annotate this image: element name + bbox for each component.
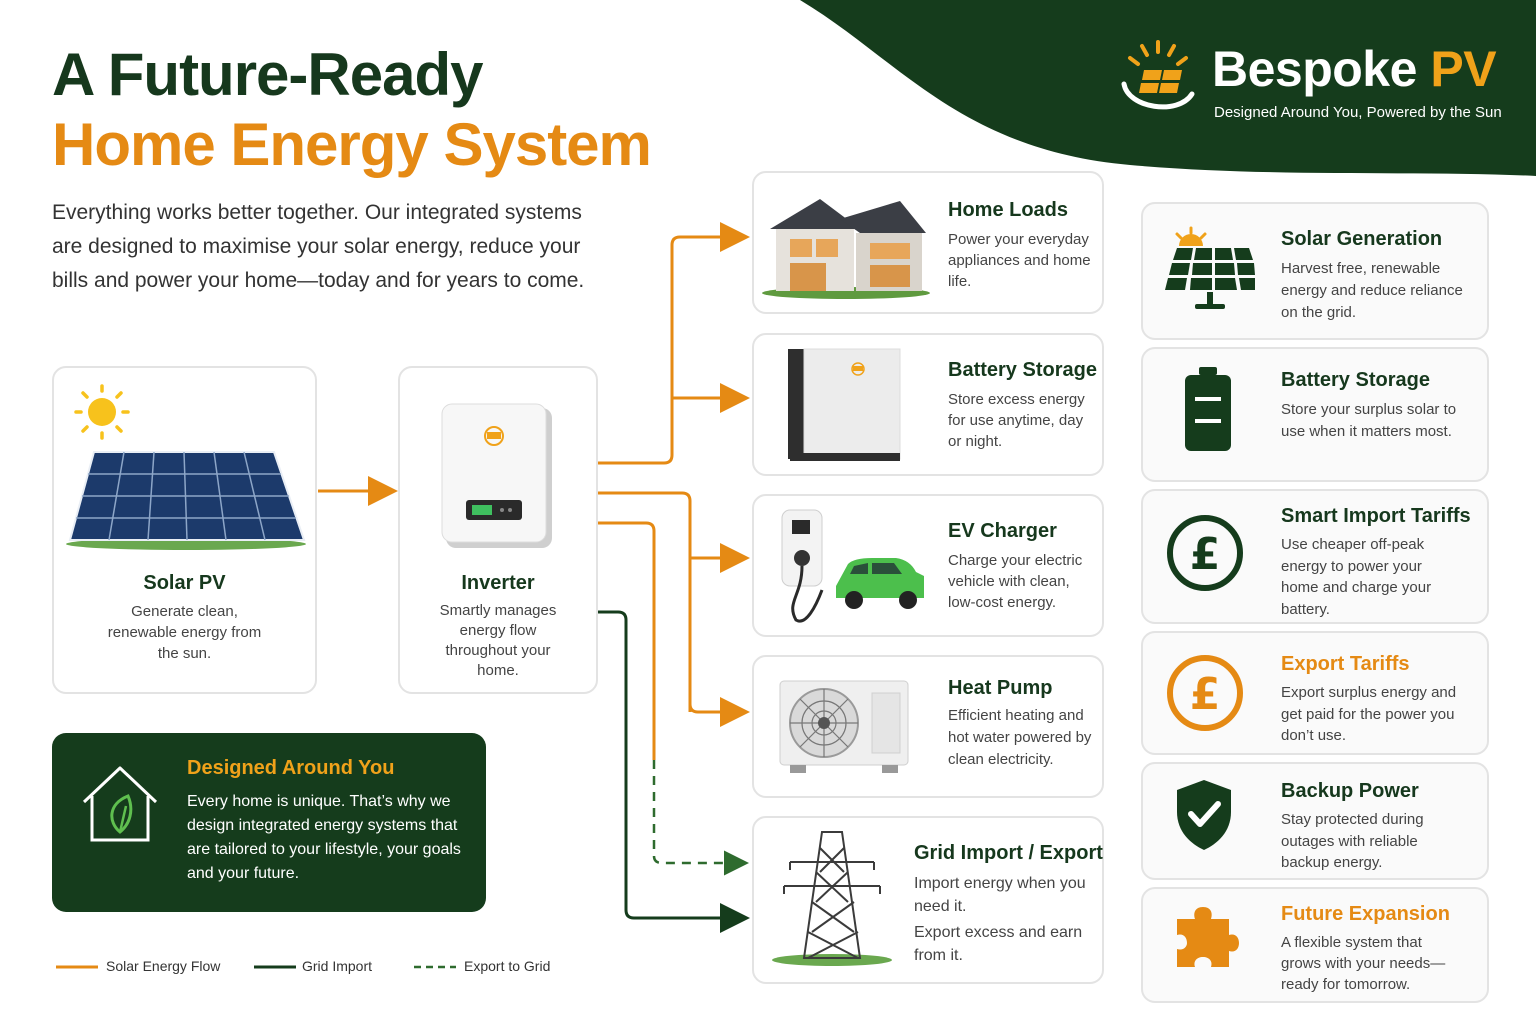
legend-grid-line [254, 965, 296, 969]
intro-text: Everything works better together. Our in… [52, 201, 585, 292]
heat-pump-title: Heat Pump [948, 677, 1053, 699]
inverter-card: Inverter Smartly manages energy flow thr… [398, 366, 598, 694]
ev-charger-desc: Charge your electric vehicle with clean,… [948, 552, 1083, 611]
legend-export-label: Export to Grid [464, 958, 551, 974]
house-image [762, 199, 930, 299]
benefit-title: Battery Storage [1281, 369, 1430, 391]
ev-charger-card: EV Charger Charge your electric vehicle … [752, 494, 1104, 637]
benefit-desc: Store your surplus solar to use when it … [1281, 401, 1457, 440]
benefit-desc: Stay protected during outages with relia… [1281, 811, 1424, 871]
benefit-title: Solar Generation [1281, 228, 1443, 250]
ev-charger-title: EV Charger [948, 520, 1057, 542]
pound-icon: £ [1167, 655, 1243, 731]
designed-around-you-box [52, 733, 486, 912]
battery-image [788, 348, 901, 461]
sun-logo-icon [1121, 40, 1195, 110]
shield-check-icon [1177, 780, 1231, 850]
battery-storage-desc: Store excess energy for use anytime, day… [948, 391, 1085, 450]
benefit-desc: A flexible system that grows with your n… [1281, 934, 1446, 993]
solar-pv-card: Solar PV Generate clean, renewable energ… [52, 366, 317, 694]
grid-title: Grid Import / Export [914, 842, 1103, 864]
benefit-title: Smart Import Tariffs [1281, 505, 1471, 527]
solar-pv-desc: Generate clean, renewable energy from th… [107, 603, 262, 662]
headline-line-1: A Future-Ready [52, 41, 483, 108]
battery-storage-card: Battery Storage Store excess energy for … [752, 333, 1104, 476]
solar-panel-icon [1165, 226, 1255, 309]
benefit-future-expansion: Future Expansion A flexible system that … [1141, 887, 1489, 1003]
heat-pump-desc: Efficient heating and hot water powered … [948, 707, 1092, 768]
grid-desc-import: Import energy when you need it. [914, 875, 1086, 915]
benefit-title: Export Tariffs [1281, 653, 1410, 675]
inverter-title: Inverter [461, 572, 535, 594]
pylon-image [772, 831, 892, 966]
svg-text:£: £ [1190, 669, 1221, 720]
legend-solar-label: Solar Energy Flow [106, 958, 221, 974]
benefit-desc: Harvest free, renewable energy and reduc… [1281, 260, 1463, 321]
benefit-export-tariffs: £ Export Tariffs Export surplus energy a… [1141, 631, 1489, 755]
home-loads-card: Home Loads Power your everyday appliance… [752, 171, 1104, 314]
sun-icon [74, 384, 130, 440]
solar-pv-title: Solar PV [143, 572, 226, 594]
legend-solar-line [56, 965, 98, 969]
designed-body: Every home is unique. That’s why we desi… [187, 793, 461, 882]
benefit-backup-power: Backup Power Stay protected during outag… [1141, 762, 1489, 880]
pound-icon: £ [1167, 515, 1243, 591]
designed-title: Designed Around You [187, 757, 395, 779]
legend-export-line [414, 965, 456, 969]
battery-icon [1185, 367, 1231, 451]
home-loads-title: Home Loads [948, 199, 1069, 221]
solar-panel-image [66, 451, 306, 550]
inverter-desc: Smartly manages energy flow throughout y… [439, 602, 557, 679]
inverter-image [441, 403, 552, 548]
svg-text:£: £ [1190, 529, 1221, 580]
headline-line-2: Home Energy System [52, 111, 652, 178]
ev-charger-image [781, 509, 924, 623]
benefit-title: Future Expansion [1281, 903, 1450, 925]
home-loads-desc: Power your everyday appliances and home … [948, 231, 1091, 290]
benefit-title: Backup Power [1281, 780, 1419, 802]
house-leaf-icon [82, 766, 158, 842]
battery-storage-title: Battery Storage [948, 359, 1097, 381]
benefit-solar-generation: Solar Generation Harvest free, renewable… [1141, 202, 1489, 340]
benefit-battery-storage: Battery Storage Store your surplus solar… [1141, 347, 1489, 482]
benefit-desc: Export surplus energy and get paid for t… [1281, 684, 1457, 744]
legend-grid-label: Grid Import [302, 958, 373, 974]
benefit-desc: Use cheaper off-peak energy to power you… [1281, 536, 1432, 618]
heat-pump-card: Heat Pump Efficient heating and hot wate… [752, 655, 1104, 798]
puzzle-icon [1177, 907, 1239, 967]
heat-pump-image [779, 680, 909, 773]
benefit-smart-import: £ Smart Import Tariffs Use cheaper off-p… [1141, 489, 1489, 624]
brand-tagline: Designed Around You, Powered by the Sun [1214, 104, 1502, 121]
grid-card: Grid Import / Export Import energy when … [752, 816, 1104, 984]
brand-name: Bespoke PV [1212, 41, 1497, 97]
grid-desc-export: Export excess and earn from it. [914, 924, 1083, 964]
